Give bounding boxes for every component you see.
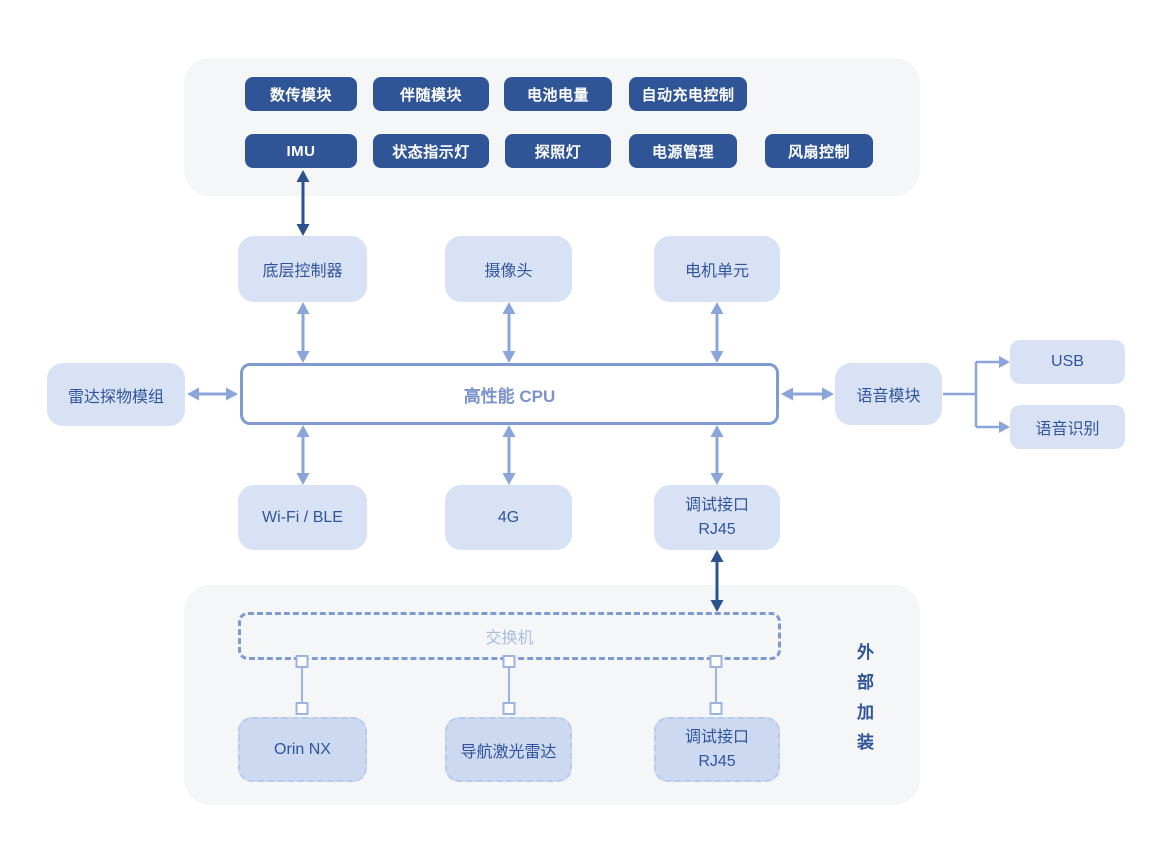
debug-port-label-line2: RJ45 (698, 520, 736, 538)
module-power-mgmt: 电源管理 (629, 134, 737, 168)
node-motor-unit: 电机单元 (654, 236, 780, 302)
node-usb: USB (1010, 340, 1125, 384)
module-fan-control: 风扇控制 (765, 134, 873, 168)
debug-port-label-line1: 调试接口 (684, 497, 749, 515)
cloud-orin-nx: Orin NX (238, 717, 367, 782)
node-wifi-ble: Wi-Fi / BLE (238, 485, 367, 550)
node-camera: 摄像头 (445, 236, 572, 302)
module-searchlight: 探照灯 (505, 134, 611, 168)
module-auto-charge: 自动充电控制 (629, 77, 747, 111)
ext-debug-port-label-line1: 调试接口 (684, 729, 749, 747)
node-4g: 4G (445, 485, 572, 550)
external-side-label: 外部加装 (854, 643, 873, 763)
node-speech-recognition: 语音识别 (1010, 405, 1125, 449)
node-debug-rj45: 调试接口 RJ45 (654, 485, 780, 550)
module-companion: 伴随模块 (373, 77, 489, 111)
node-voice-module: 语音模块 (835, 363, 942, 425)
ext-debug-port-label-line2: RJ45 (698, 752, 736, 770)
node-cpu: 高性能 CPU (240, 363, 779, 425)
cloud-debug-rj45-ext: 调试接口 RJ45 (654, 717, 780, 782)
module-datalink: 数传模块 (245, 77, 357, 111)
node-switch: 交换机 (238, 612, 781, 660)
node-base-controller: 底层控制器 (238, 236, 367, 302)
module-imu: IMU (245, 134, 357, 168)
module-battery-level: 电池电量 (504, 77, 612, 111)
module-status-led: 状态指示灯 (373, 134, 489, 168)
cloud-nav-lidar: 导航激光雷达 (445, 717, 572, 782)
node-radar: 雷达探物模组 (47, 363, 185, 426)
